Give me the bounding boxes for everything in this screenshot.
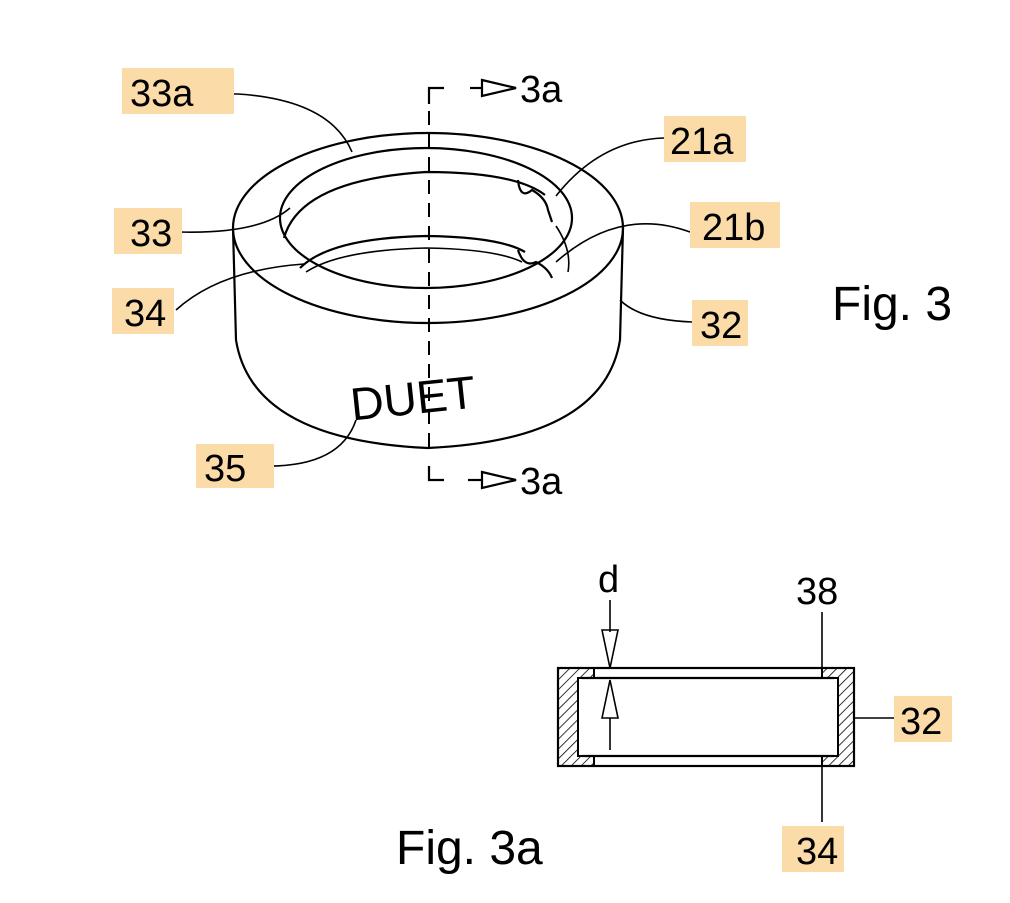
callout-33a: 33a: [122, 68, 234, 115]
section-marker-top-label: 3a: [520, 69, 563, 111]
leader-34: [175, 263, 305, 311]
leader-lines: [175, 93, 693, 467]
ring-inner-ledge: [282, 170, 546, 239]
callout-21b: 21b: [690, 202, 780, 249]
callout-35-highlight: [196, 444, 274, 488]
section-marker-bottom-label: 3a: [520, 461, 563, 503]
callout-35: 35: [196, 444, 274, 490]
dimension-d-up-arrow-icon: [601, 679, 619, 719]
callout-34-label: 34: [124, 293, 166, 335]
section-left-wall-hatch: [557, 667, 595, 767]
leader-35: [261, 419, 357, 467]
dimension-d-down-arrow-icon: [601, 629, 619, 669]
dimension-d-label: d: [598, 559, 619, 601]
callout-32-section-label: 32: [900, 701, 942, 743]
leader-21b: [555, 222, 691, 263]
leader-33: [179, 207, 291, 233]
section-marker-bottom: 3a: [427, 461, 563, 503]
ring-engraved-text: DUET: [348, 366, 478, 431]
section-marker-top: 3a: [427, 69, 563, 111]
section-arrow-bottom-icon: [480, 470, 517, 490]
callout-32-section: 32: [894, 696, 952, 743]
callout-34-highlight: [112, 288, 174, 334]
callout-21a-highlight: [664, 116, 746, 162]
callout-35-label: 35: [204, 448, 246, 490]
callout-33-label: 33: [130, 213, 172, 255]
section-corner-bottom: [427, 466, 444, 482]
callout-34-section-label: 34: [796, 831, 838, 873]
section-arrow-top-icon: [480, 78, 517, 98]
figure-3a: d 38 32 34 Fig. 3a: [396, 559, 952, 875]
callout-34-section: 34: [782, 826, 844, 873]
callout-32-label: 32: [700, 305, 742, 347]
callout-32-section-highlight: [894, 696, 952, 742]
callout-33a-label: 33a: [130, 73, 194, 115]
callout-34: 34: [112, 288, 174, 335]
callout-21b-highlight: [690, 202, 780, 248]
callout-34-section-highlight: [782, 826, 844, 872]
callout-33a-highlight: [122, 68, 234, 114]
callout-33-highlight: [114, 208, 182, 254]
callout-21a-label: 21a: [670, 121, 734, 163]
ring-inner-step: [299, 234, 526, 269]
figure-3-caption: Fig. 3: [832, 278, 952, 331]
leader-32: [619, 299, 693, 323]
figure-3: 3a 3a DUET 33a 33: [112, 68, 952, 503]
section-right-wall-hatch: [821, 667, 855, 767]
ring-outer-side-wall: [231, 227, 625, 450]
section-corner-top: [427, 86, 444, 104]
callout-21b-label: 21b: [702, 207, 765, 249]
leader-33a: [208, 93, 353, 153]
callout-32-highlight: [692, 300, 748, 346]
callout-33: 33: [114, 208, 182, 255]
ring-inner-right-wall: [555, 225, 570, 273]
notch-21a: [516, 179, 554, 223]
leader-21a: [555, 137, 665, 197]
callout-21a: 21a: [664, 116, 746, 163]
callout-38-label: 38: [796, 571, 838, 613]
ring-inner-step-lower: [305, 247, 523, 273]
callout-32: 32: [692, 300, 748, 347]
ring-inner-rim: [278, 146, 574, 290]
figure-3a-caption: Fig. 3a: [396, 822, 543, 875]
notch-21b: [516, 249, 554, 279]
